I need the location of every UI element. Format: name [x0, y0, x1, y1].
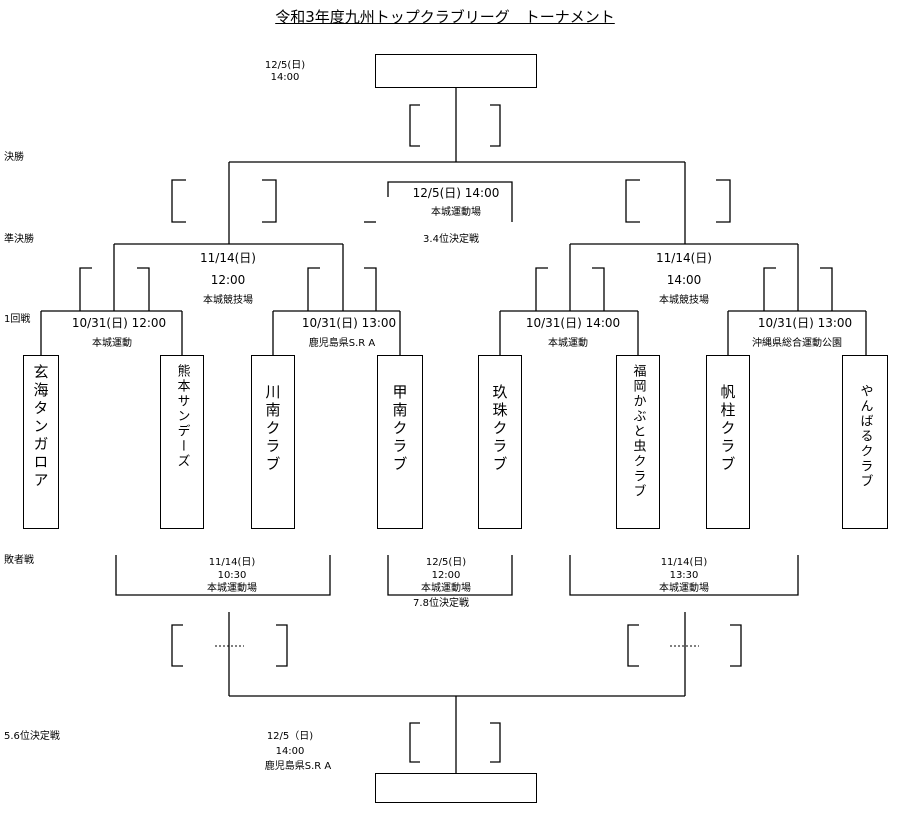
- r1-match-4-datetime: 10/31(日) 13:00: [757, 316, 853, 330]
- consolation-2-venue: 本城運動場: [421, 583, 471, 594]
- consolation-2-label: 7.8位決定戦: [413, 598, 469, 609]
- team-name: 熊本サンデーズ: [174, 364, 190, 469]
- r1-match-4-venue: 沖縄県総合運動公園: [752, 338, 842, 349]
- consolation-1-time: 10:30: [217, 570, 247, 581]
- r1-match-1-venue: 本城運動: [92, 338, 132, 349]
- team-name: 川南クラブ: [263, 384, 282, 474]
- semi-1-date: 11/14(日): [200, 251, 256, 265]
- r1-match-3-venue: 本城運動: [548, 338, 588, 349]
- third-place-venue: 本城運動場: [431, 207, 481, 218]
- round-label-final: 決勝: [4, 152, 24, 163]
- round-label-fifth-place: 5.6位決定戦: [4, 731, 60, 742]
- page-title: 令和3年度九州トップクラブリーグ トーナメント: [275, 8, 615, 26]
- round-label-first: 1回戦: [4, 314, 31, 325]
- final-date: 12/5(日): [264, 60, 306, 71]
- team-box: 熊本サンデーズ: [160, 355, 204, 529]
- semi-1-venue: 本城競技場: [203, 295, 253, 306]
- team-name: 帆柱クラブ: [718, 384, 737, 474]
- consolation-1-venue: 本城運動場: [207, 583, 257, 594]
- third-place-label: 3.4位決定戦: [423, 234, 479, 245]
- fifth-place-time: 14:00: [275, 746, 305, 757]
- r1-match-3-datetime: 10/31(日) 14:00: [525, 316, 621, 330]
- r1-match-2-datetime: 10/31(日) 13:00: [301, 316, 397, 330]
- consolation-2-date: 12/5(日): [425, 557, 467, 568]
- semi-1-time: 12:00: [210, 273, 246, 287]
- consolation-3-time: 13:30: [669, 570, 699, 581]
- round-label-consolation: 敗者戦: [4, 555, 34, 566]
- fifth-place-venue: 鹿児島県S.R A: [264, 761, 332, 772]
- semi-2-time: 14:00: [666, 273, 702, 287]
- third-place-datetime: 12/5(日) 14:00: [412, 186, 500, 200]
- team-name: 玖珠クラブ: [490, 384, 509, 474]
- team-box: 帆柱クラブ: [706, 355, 750, 529]
- team-box: 川南クラブ: [251, 355, 295, 529]
- consolation-3-venue: 本城運動場: [659, 583, 709, 594]
- final-result-box: [375, 54, 537, 88]
- team-box: 甲南クラブ: [377, 355, 423, 529]
- r1-match-1-datetime: 10/31(日) 12:00: [71, 316, 167, 330]
- team-name: やんばるクラブ: [857, 384, 873, 489]
- team-box: やんばるクラブ: [842, 355, 888, 529]
- consolation-3-date: 11/14(日): [660, 557, 708, 568]
- semi-2-date: 11/14(日): [656, 251, 712, 265]
- semi-2-venue: 本城競技場: [659, 295, 709, 306]
- round-label-semi: 準決勝: [4, 234, 34, 245]
- r1-match-2-venue: 鹿児島県S.R A: [308, 338, 376, 349]
- team-name: 玄海タンガロア: [31, 364, 50, 490]
- fifth-place-date: 12/5（日): [266, 731, 314, 742]
- consolation-1-date: 11/14(日): [208, 557, 256, 568]
- team-box: 玖珠クラブ: [478, 355, 522, 529]
- fifth-place-result-box: [375, 773, 537, 803]
- consolation-2-time: 12:00: [431, 570, 461, 581]
- team-box: 福岡かぶと虫クラブ: [616, 355, 660, 529]
- team-box: 玄海タンガロア: [23, 355, 59, 529]
- team-name: 甲南クラブ: [390, 384, 409, 474]
- final-time: 14:00: [270, 72, 300, 83]
- team-name: 福岡かぶと虫クラブ: [630, 364, 646, 499]
